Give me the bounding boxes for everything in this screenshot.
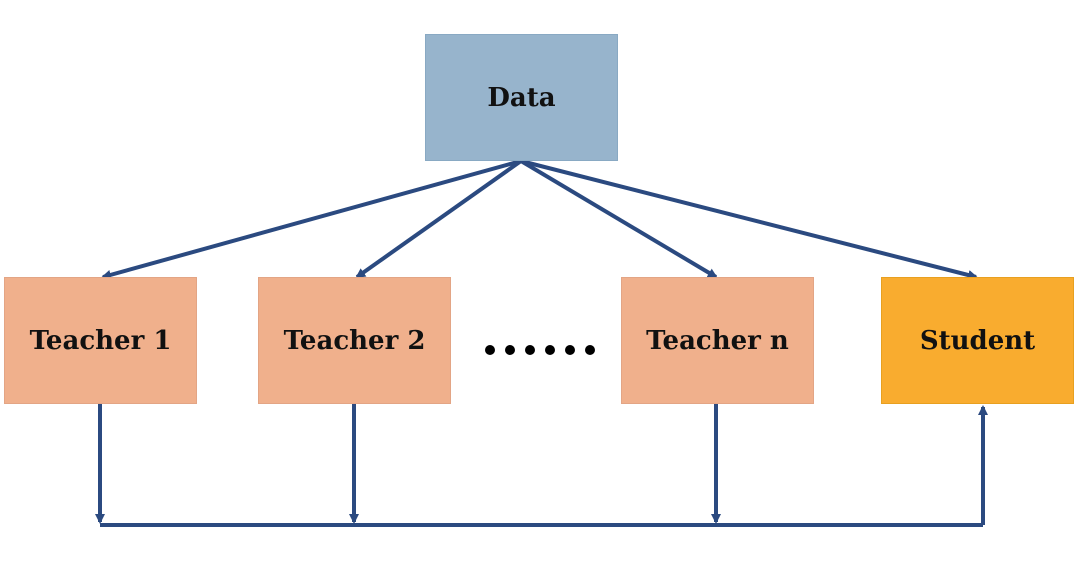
- arrow-data-to-student: [520, 159, 978, 280]
- data-node-label: Data: [487, 82, 556, 113]
- arrow-data-to-teacher-2: [355, 159, 523, 279]
- student-node: Student: [881, 277, 1074, 404]
- ellipsis-dot: [505, 345, 515, 355]
- student-label: Student: [919, 325, 1036, 356]
- ellipsis-dot: [565, 345, 575, 355]
- arrow-data-to-teacher-n: [519, 159, 718, 279]
- ellipsis-dot: [485, 345, 495, 355]
- teacher-n-label: Teacher n: [646, 325, 789, 356]
- ellipsis-dot: [545, 345, 555, 355]
- arrow-data-to-teacher-1: [101, 159, 522, 280]
- teacher-1-node: Teacher 1: [4, 277, 197, 404]
- ellipsis-dots: [470, 320, 610, 380]
- ellipsis-dot: [585, 345, 595, 355]
- teacher-1-label: Teacher 1: [29, 325, 172, 356]
- teacher-n-node: Teacher n: [621, 277, 814, 404]
- teacher-2-node: Teacher 2: [258, 277, 451, 404]
- ellipsis-dot: [525, 345, 535, 355]
- data-node: Data: [425, 34, 618, 161]
- teacher-2-label: Teacher 2: [283, 325, 426, 356]
